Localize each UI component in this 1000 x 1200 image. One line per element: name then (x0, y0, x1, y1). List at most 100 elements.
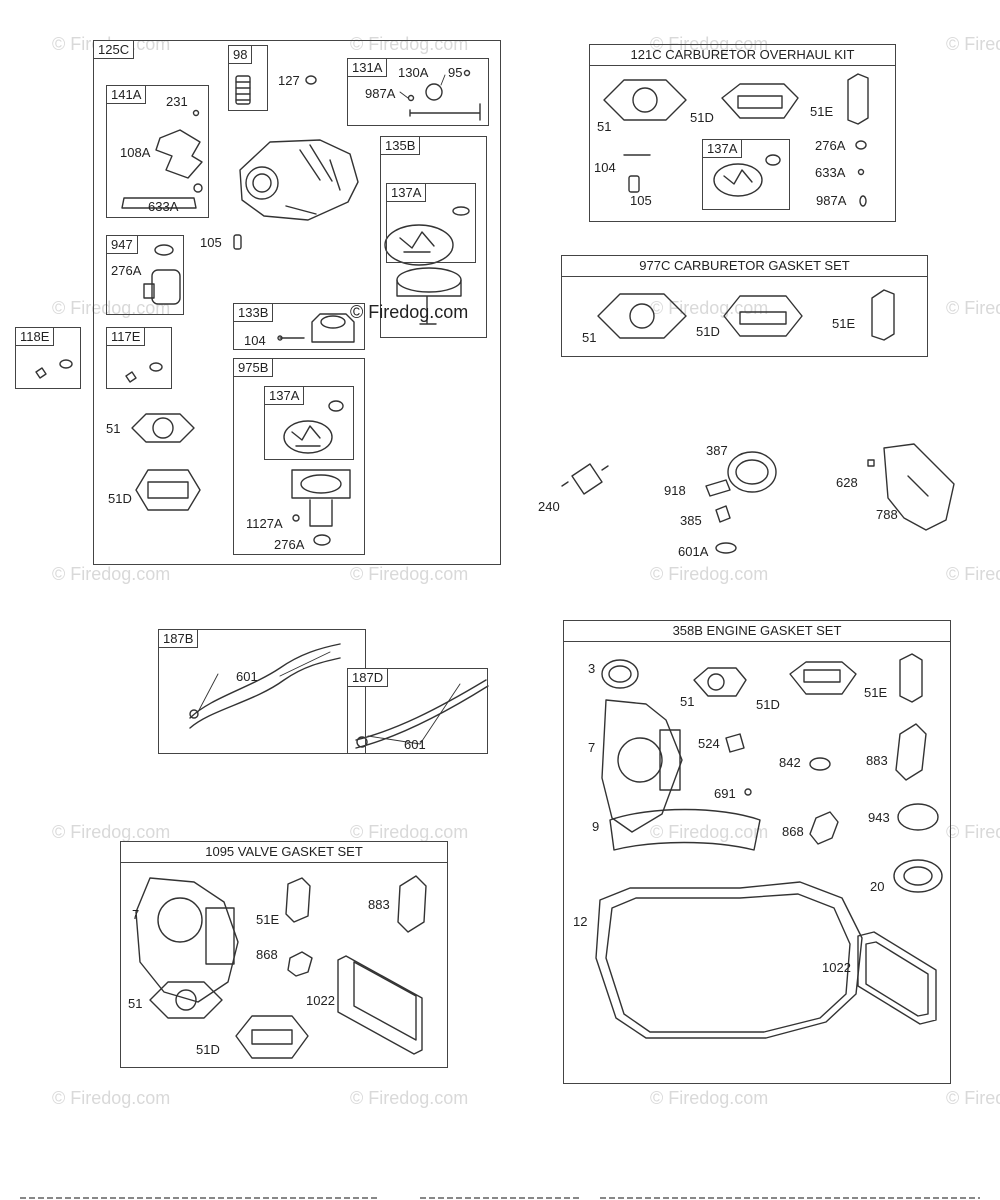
part-label: 51 (128, 996, 143, 1011)
part-label: 104 (244, 333, 266, 348)
part-label: 633A (148, 199, 179, 214)
choke-box: 133B (233, 303, 365, 350)
center-watermark: © Firedog.com (350, 302, 469, 322)
box-label-187b: 187B (159, 630, 199, 648)
part-label: 9 (592, 819, 600, 834)
part-label: 51E (256, 912, 280, 927)
part-label: 51D (696, 324, 720, 339)
part-label: 7 (588, 740, 596, 755)
part-label: 276A (815, 138, 846, 153)
kit-title: 977C CARBURETOR GASKET SET (562, 256, 927, 277)
watermark: © Firedog.com (946, 34, 1000, 54)
part-label: 12 (573, 914, 588, 929)
box-label-137a: 137A (703, 140, 743, 158)
part-label: 95 (448, 65, 463, 80)
part-label: 524 (698, 736, 720, 751)
footer-strip (20, 1197, 980, 1199)
engine-gasket-set-box: 358B ENGINE GASKET SET (563, 620, 951, 1084)
gasket-set-parts (597, 289, 895, 341)
part-label: 601 (236, 669, 258, 684)
part-label: 918 (664, 483, 686, 498)
part-label: 387 (706, 443, 728, 458)
part-label: 633A (815, 165, 846, 180)
part-label: 1127A (246, 516, 283, 531)
fuel-solenoid (143, 244, 181, 305)
part-label: 51 (597, 119, 612, 134)
float-needle-assembly (407, 69, 481, 121)
bowl-gasket-box: 137A (264, 386, 354, 460)
part-label: 108A (120, 145, 151, 160)
part-label: 130A (398, 65, 429, 80)
kit-title: 358B ENGINE GASKET SET (564, 621, 950, 642)
bowl-gasket-box: 137A (386, 183, 476, 263)
valve-gasket-set-box: 1095 VALVE GASKET SET (120, 841, 448, 1068)
part-label: 601A (678, 544, 709, 559)
gasket-part (131, 413, 201, 511)
valve-gaskets (135, 875, 427, 1059)
watermark: © Firedog.com (946, 298, 1000, 318)
throttle-shaft-assembly (121, 109, 203, 209)
watermark: © Firedog.com (350, 1088, 469, 1108)
part-label: 628 (836, 475, 858, 490)
box-label-141a: 141A (107, 86, 147, 104)
part-label: 127 (278, 73, 300, 88)
screw-and-washer (35, 359, 163, 383)
box-label-125c: 125C (94, 41, 135, 59)
watermark: © Firedog.com (946, 1088, 1000, 1108)
carburetor-gasket-set-box: 977C CARBURETOR GASKET SET (561, 255, 928, 357)
part-label: 105 (630, 193, 652, 208)
part-label: 987A (365, 86, 396, 101)
solenoid-box: 947 (106, 235, 184, 315)
float-bowl-box: 135B (380, 136, 487, 338)
fuel-line-box: 187B (158, 629, 366, 754)
part-label: 883 (866, 753, 888, 768)
part-label: 51D (196, 1042, 220, 1057)
overhaul-kit-parts (603, 73, 869, 207)
carburetor-body (239, 139, 359, 221)
box-label-137a: 137A (387, 184, 427, 202)
part-label: 883 (368, 897, 390, 912)
part-label: 3 (588, 661, 596, 676)
screw-box: 117E (106, 327, 172, 389)
kit-title: 121C CARBURETOR OVERHAUL KIT (590, 45, 895, 66)
part-label: 1022 (306, 993, 335, 1008)
part-label: 51 (582, 330, 597, 345)
box-label-137a: 137A (265, 387, 305, 405)
float-bowl-assembly (384, 206, 470, 325)
watermark: © Firedog.com (52, 822, 171, 842)
part-label: 7 (132, 907, 140, 922)
engine-gaskets (595, 653, 943, 1039)
watermark: © Firedog.com (650, 298, 769, 318)
part-label: 231 (166, 94, 188, 109)
watermark: © Firedog.com (52, 564, 171, 584)
watermark: © Firedog.com (946, 822, 1000, 842)
spring-part (235, 75, 251, 105)
part-label: 51D (756, 697, 780, 712)
part-label: 842 (779, 755, 801, 770)
part-label: 987A (816, 193, 847, 208)
choke-plate-assembly (277, 313, 355, 343)
part-label: 51E (832, 316, 856, 331)
part-label: 105 (200, 235, 222, 250)
watermark: © Firedog.com (650, 1088, 769, 1108)
part-label: 601 (404, 737, 426, 752)
part-label: 943 (868, 810, 890, 825)
kit-title: 1095 VALVE GASKET SET (121, 842, 447, 863)
box-label-135b: 135B (381, 137, 421, 155)
bracket (867, 443, 955, 531)
bowl-gasket-box: 137A (702, 139, 790, 210)
carburetor-overhaul-kit-box: 121C CARBURETOR OVERHAUL KIT (589, 44, 896, 222)
part-label: 104 (594, 160, 616, 175)
part-label: 51 (106, 421, 121, 436)
fuel-line-box: 187D (347, 668, 488, 754)
box-label-975b: 975B (234, 359, 274, 377)
part-label: 51 (680, 694, 695, 709)
fuel-filter (561, 463, 609, 495)
part-label: 51E (810, 104, 834, 119)
watermark: © Firedog.com (52, 1088, 171, 1108)
spring-box: 98 (228, 45, 268, 111)
box-label-117e: 117E (107, 328, 146, 346)
screw-box: 118E (15, 327, 81, 389)
